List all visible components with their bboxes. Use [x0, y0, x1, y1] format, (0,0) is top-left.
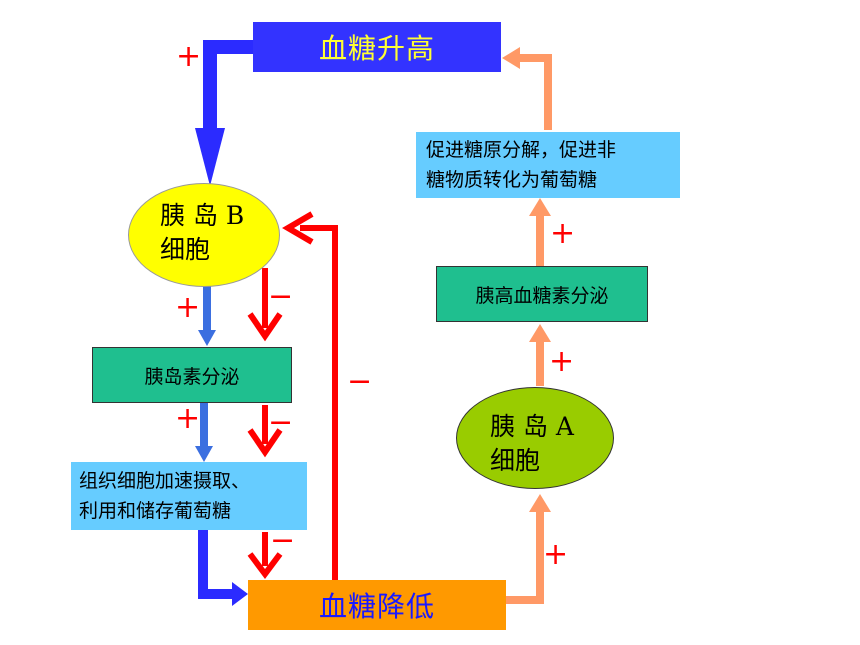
- plus-sign-top-left: +: [176, 39, 202, 74]
- arrow-high-to-islet-b: [203, 40, 255, 128]
- glucose-low-label: 血糖降低: [318, 590, 435, 623]
- arrow-tissue-to-low: [198, 530, 232, 599]
- arrow-islet-a-to-glucagon-head: [529, 324, 551, 342]
- islet-b-cell-label: 胰 岛 B 细胞: [160, 201, 245, 264]
- insulin-secretion-label: 胰岛素分泌: [144, 365, 240, 388]
- insulin-secretion-box: 胰岛素分泌: [92, 347, 292, 403]
- glucose-high-label: 血糖升高: [318, 32, 435, 65]
- arrow-effect-to-high: [518, 54, 552, 130]
- minus-sign-1: −: [268, 279, 294, 314]
- tissue-uptake-label: 组织细胞加速摄取、 利用和储存葡萄糖: [79, 470, 251, 522]
- feedback-arrow-head: [282, 211, 314, 245]
- plus-sign-islet-b-insulin: +: [175, 290, 201, 325]
- arrow-low-to-islet-a: [506, 510, 544, 604]
- arrow-low-to-islet-a-head: [529, 494, 551, 512]
- arrow-high-to-islet-b-head: [195, 128, 225, 186]
- islet-a-cell-label: 胰 岛 A 细胞: [490, 412, 574, 475]
- inhibit-arrow-1-head: [247, 312, 283, 342]
- glycogenolysis-box: 促进糖原分解，促进非 糖物质转化为葡萄糖: [416, 132, 680, 198]
- inhibit-arrow-2-head: [247, 428, 283, 458]
- arrow-islet-b-to-insulin-head: [198, 330, 216, 346]
- islet-a-cell-ellipse: [456, 387, 614, 489]
- glucagon-secretion-box: 胰高血糖素分泌: [436, 266, 648, 322]
- arrow-tissue-to-low-head: [232, 582, 248, 606]
- glucose-low-box: 血糖降低: [248, 580, 506, 630]
- arrow-insulin-to-tissue-head: [195, 446, 213, 462]
- feedback-arrow-low-to-islet-b: [300, 225, 338, 582]
- arrow-effect-to-high-head: [502, 47, 520, 69]
- plus-sign-glucagon-effect: +: [550, 216, 576, 251]
- minus-sign-3: −: [270, 523, 296, 558]
- plus-sign-insulin-tissue: +: [175, 401, 201, 436]
- plus-sign-low-islet-a: +: [543, 537, 569, 572]
- minus-sign-feedback: −: [347, 364, 373, 399]
- glycogenolysis-label: 促进糖原分解，促进非 糖物质转化为葡萄糖: [426, 139, 617, 191]
- arrow-glucagon-to-effect-head: [529, 198, 551, 216]
- inhibit-arrow-3-head: [247, 552, 283, 579]
- glucagon-secretion-label: 胰高血糖素分泌: [475, 284, 609, 307]
- minus-sign-2: −: [268, 405, 294, 440]
- plus-sign-islet-a-glucagon: +: [549, 344, 575, 379]
- tissue-uptake-box: 组织细胞加速摄取、 利用和储存葡萄糖: [71, 462, 307, 530]
- glucose-high-box: 血糖升高: [253, 22, 501, 72]
- islet-b-cell-ellipse: [128, 183, 280, 287]
